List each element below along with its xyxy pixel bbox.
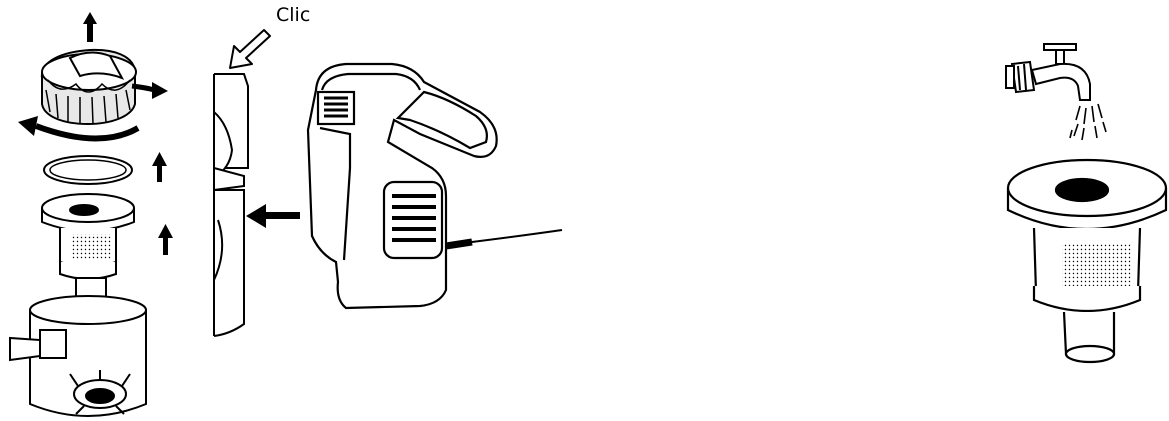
gasket-ring <box>44 156 132 184</box>
water-stream <box>1070 104 1106 140</box>
rinse-filter <box>1006 44 1166 362</box>
up-arrow-icon <box>83 12 97 42</box>
handheld-body <box>308 64 497 308</box>
up-arrow-icon <box>152 152 167 182</box>
power-cord <box>446 230 562 246</box>
left-arrow-icon <box>246 204 300 228</box>
cyclone-cap <box>42 50 136 124</box>
attach-handheld <box>214 30 562 336</box>
water-tap-icon <box>1006 44 1090 100</box>
clic-label: Clic <box>276 4 310 26</box>
exploded-dust-cup <box>10 12 173 416</box>
dust-cup-base <box>10 278 146 416</box>
filter-small <box>42 194 134 279</box>
rotate-right-arrow-icon <box>132 82 168 99</box>
dust-cup-side <box>214 74 248 336</box>
down-left-hollow-arrow-icon <box>230 30 270 68</box>
up-arrow-icon <box>158 224 173 255</box>
filter-large <box>1008 160 1166 362</box>
